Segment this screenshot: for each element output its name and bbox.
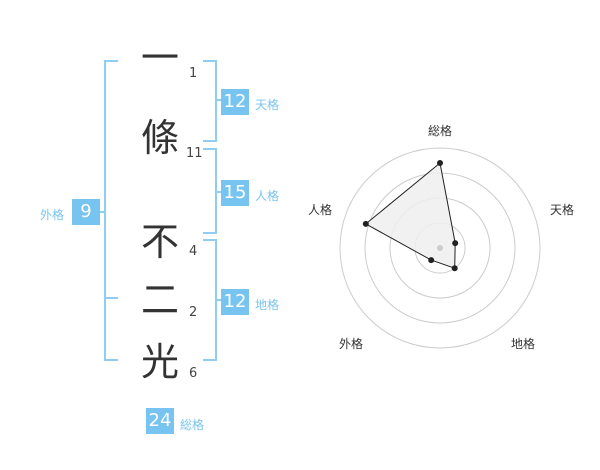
tenkaku-connector <box>215 99 221 101</box>
stroke-count-3: 4 <box>189 244 198 259</box>
radar-axis-label-tenkaku: 天格 <box>550 203 575 217</box>
stroke-count-5: 6 <box>189 366 198 381</box>
radar-series-polygon <box>364 162 456 269</box>
radar-point-5 <box>362 220 369 227</box>
radar-axis-label-jinkaku: 人格 <box>308 203 333 217</box>
gaikaku-label: 外格 <box>40 208 65 222</box>
tenkaku-bracket <box>203 60 217 142</box>
radar-axis-label-soukaku: 総格 <box>428 124 453 138</box>
gaikaku-bracket-connector <box>100 211 106 213</box>
soukaku-value-badge: 24 <box>146 408 174 434</box>
jinkaku-label: 人格 <box>255 189 280 203</box>
stroke-count-4: 2 <box>189 305 198 320</box>
name-char-3: 不 <box>140 220 179 264</box>
stroke-count-2: 11 <box>186 146 203 161</box>
radar-axis-label-chikaku: 地格 <box>511 337 536 351</box>
soukaku-label: 総格 <box>180 418 205 432</box>
chikaku-connector <box>215 299 221 301</box>
radar-axis-label-gaikaku: 外格 <box>339 337 364 351</box>
radar-point-4 <box>428 257 435 264</box>
jinkaku-connector <box>215 191 221 193</box>
name-char-1: 一 <box>140 36 179 80</box>
name-char-5: 光 <box>140 340 179 384</box>
name-char-4: 二 <box>140 278 179 322</box>
gaikaku-bracket <box>104 60 118 361</box>
radar-point-1 <box>437 160 443 166</box>
radar-point-2 <box>452 240 459 247</box>
name-char-2: 條 <box>140 116 179 160</box>
fortune-radar-chart <box>339 147 541 349</box>
radar-point-3 <box>451 265 458 272</box>
radar-center-point <box>437 245 443 251</box>
tenkaku-label: 天格 <box>255 98 280 112</box>
chikaku-value-badge: 12 <box>221 289 249 315</box>
stroke-count-1: 1 <box>189 66 198 81</box>
chikaku-label: 地格 <box>255 298 280 312</box>
gaikaku-bracket-mid-tick <box>104 297 118 299</box>
gaikaku-value-badge: 9 <box>72 199 100 225</box>
tenkaku-value-badge: 12 <box>221 89 249 115</box>
jinkaku-value-badge: 15 <box>221 180 249 206</box>
radar-ring-4 <box>339 147 541 349</box>
